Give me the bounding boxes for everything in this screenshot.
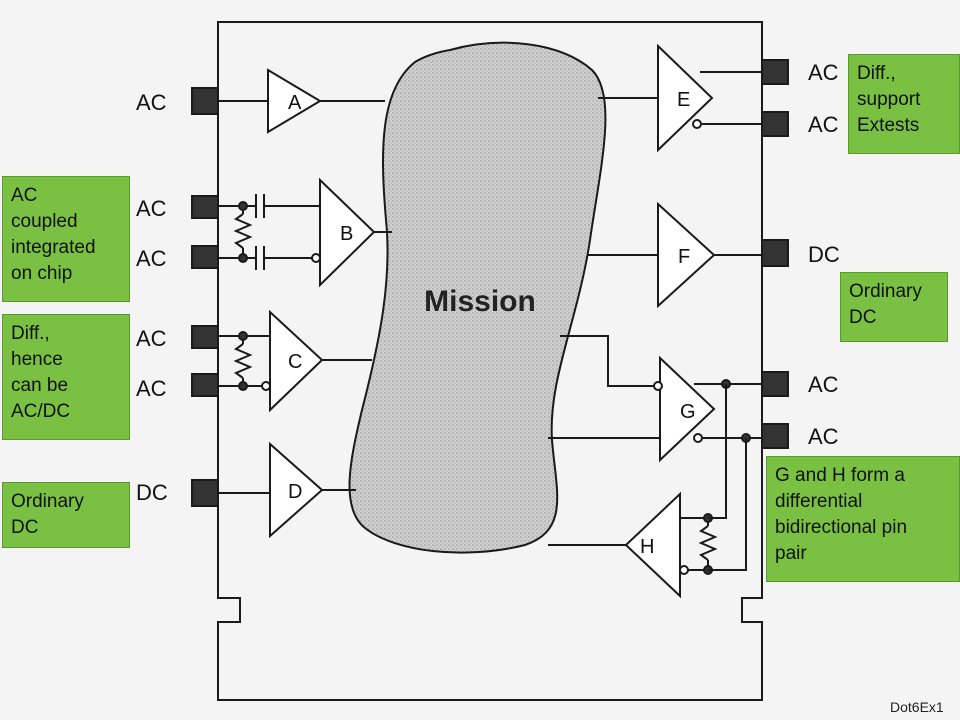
pad-left-c2 — [191, 373, 219, 397]
note-line: pair — [775, 543, 807, 564]
buffer-h — [624, 491, 681, 599]
note-line: hence — [11, 349, 63, 370]
note-line: Diff., — [857, 63, 896, 84]
note-ordinary-dc-left: Ordinary DC — [2, 482, 130, 548]
buffer-c — [269, 309, 324, 413]
buffer-label-h: H — [640, 536, 654, 558]
note-gh-bidirectional: G and H form a differential bidirectiona… — [766, 456, 960, 582]
note-line: AC/DC — [11, 401, 71, 422]
pin-label-right: AC — [808, 60, 839, 85]
buffer-label-c: C — [288, 351, 302, 373]
pad-left-a — [191, 87, 219, 115]
pad-left-b1 — [191, 195, 219, 219]
note-line: bidirectional pin — [775, 517, 908, 538]
note-line: coupled — [11, 211, 78, 232]
buffer-label-g: G — [680, 401, 696, 423]
pad-right-g1 — [761, 371, 789, 397]
pin-label-left: AC — [136, 90, 167, 115]
note-line: can be — [11, 375, 69, 396]
pad-right-e2 — [761, 111, 789, 137]
buffer-g — [659, 355, 716, 463]
pin-label-left: DC — [136, 480, 168, 505]
note-line: DC — [11, 517, 39, 538]
note-line: Ordinary — [849, 281, 922, 302]
buffer-label-f: F — [678, 246, 690, 268]
buffer-label-e: E — [677, 89, 690, 111]
pad-right-e1 — [761, 59, 789, 85]
pin-label-right: AC — [808, 112, 839, 137]
note-line: AC — [11, 185, 38, 206]
pin-label-right: DC — [808, 242, 840, 267]
note-diff-extests: Diff., support Extests — [848, 54, 960, 154]
pin-label-left: AC — [136, 376, 167, 401]
pin-label-left: AC — [136, 246, 167, 271]
buffer-d — [269, 441, 324, 539]
note-line: DC — [849, 307, 877, 328]
pin-label-right: AC — [808, 424, 839, 449]
pad-left-b2 — [191, 245, 219, 269]
note-line: Ordinary — [11, 491, 84, 512]
note-line: Diff., — [11, 323, 50, 344]
buffer-label-d: D — [288, 481, 302, 503]
note-line: on chip — [11, 263, 73, 284]
buffer-label-a: A — [288, 92, 302, 114]
note-ordinary-dc-right: Ordinary DC — [840, 272, 948, 342]
note-line: support — [857, 89, 921, 110]
mission-label: Mission — [424, 285, 536, 318]
note-diff-acdc: Diff., hence can be AC/DC — [2, 314, 130, 440]
pad-right-f — [761, 239, 789, 267]
note-line: integrated — [11, 237, 96, 258]
pin-label-left: AC — [136, 196, 167, 221]
note-ac-coupled: AC coupled integrated on chip — [2, 176, 130, 302]
pad-right-g2 — [761, 423, 789, 449]
pad-left-d — [191, 479, 219, 507]
note-line: differential — [775, 491, 863, 512]
mission-core — [348, 41, 607, 554]
pin-label-right: AC — [808, 372, 839, 397]
note-line: Extests — [857, 115, 920, 136]
chip-outline — [217, 21, 763, 701]
buffer-label-b: B — [340, 223, 353, 245]
buffer-b — [319, 177, 376, 288]
slide-tag: Dot6Ex1 — [890, 699, 944, 715]
pad-left-c1 — [191, 325, 219, 349]
pin-label-left: AC — [136, 326, 167, 351]
note-line: G and H form a — [775, 465, 905, 486]
